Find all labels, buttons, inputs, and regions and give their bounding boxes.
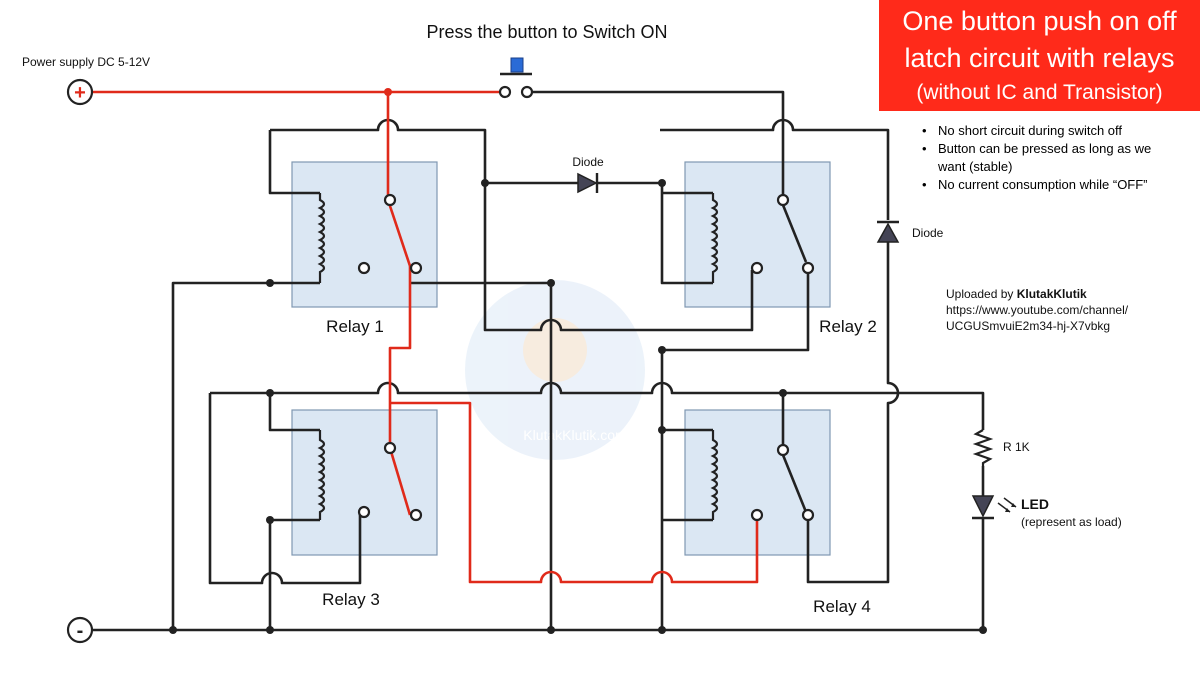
relay-4-label: Relay 4 — [813, 597, 871, 616]
title-line-1: One button push on off — [902, 6, 1177, 36]
relay-2-label: Relay 2 — [819, 317, 877, 336]
note-item: No current consumption while “OFF” — [920, 176, 1190, 194]
upload-url-2[interactable]: UCGUSmvuiE2m34-hj-X7vbkg — [946, 319, 1111, 333]
push-button[interactable] — [498, 57, 534, 99]
resistor-label: R 1K — [1003, 440, 1030, 454]
diode-right-icon — [876, 220, 900, 243]
led-icon — [971, 495, 1017, 520]
notes-list: No short circuit during switch off Butto… — [920, 122, 1190, 194]
resistor-icon — [972, 429, 994, 466]
diode-top-label: Diode — [572, 155, 604, 169]
note-item: No short circuit during switch off — [920, 122, 1190, 140]
upload-prefix: Uploaded by — [946, 287, 1017, 301]
upload-url-1[interactable]: https://www.youtube.com/channel/ — [946, 303, 1129, 317]
diode-right-label: Diode — [912, 226, 944, 240]
diode-top-icon — [577, 172, 599, 194]
note-text: Button can be pressed as long as we — [938, 141, 1152, 156]
title-line-3: (without IC and Transistor) — [916, 81, 1163, 104]
title-line-2: latch circuit with relays — [904, 43, 1175, 73]
note-item: Button can be pressed as long as we want … — [920, 140, 1190, 176]
relay-3-body — [291, 409, 438, 556]
plus-terminal: + — [66, 78, 94, 106]
upload-credit: Uploaded by KlutakKlutik https://www.you… — [946, 286, 1128, 334]
watermark-text: KlutakKlutik.com — [523, 427, 626, 443]
led-label: LED — [1021, 496, 1049, 512]
relay-1-body — [291, 161, 438, 308]
power-supply-label: Power supply DC 5-12V — [22, 55, 150, 69]
led-note: (represent as load) — [1021, 515, 1122, 529]
relay-3-label: Relay 3 — [322, 590, 380, 609]
active-wires — [92, 90, 759, 584]
watermark: KlutakKlutik.com — [465, 280, 645, 460]
contacts — [357, 193, 815, 522]
switch-blades — [781, 204, 808, 513]
upload-author: KlutakKlutik — [1016, 287, 1087, 301]
junctions — [169, 88, 987, 634]
note-text: want (stable) — [938, 159, 1013, 174]
wires — [92, 90, 985, 632]
title-banner: One button push on off latch circuit wit… — [879, 0, 1200, 111]
minus-terminal: - — [66, 616, 94, 644]
instruction-label: Press the button to Switch ON — [426, 22, 667, 42]
minus-sign: - — [77, 620, 84, 642]
coils — [317, 193, 719, 520]
plus-sign: + — [74, 82, 86, 104]
relay-1-label: Relay 1 — [326, 317, 384, 336]
